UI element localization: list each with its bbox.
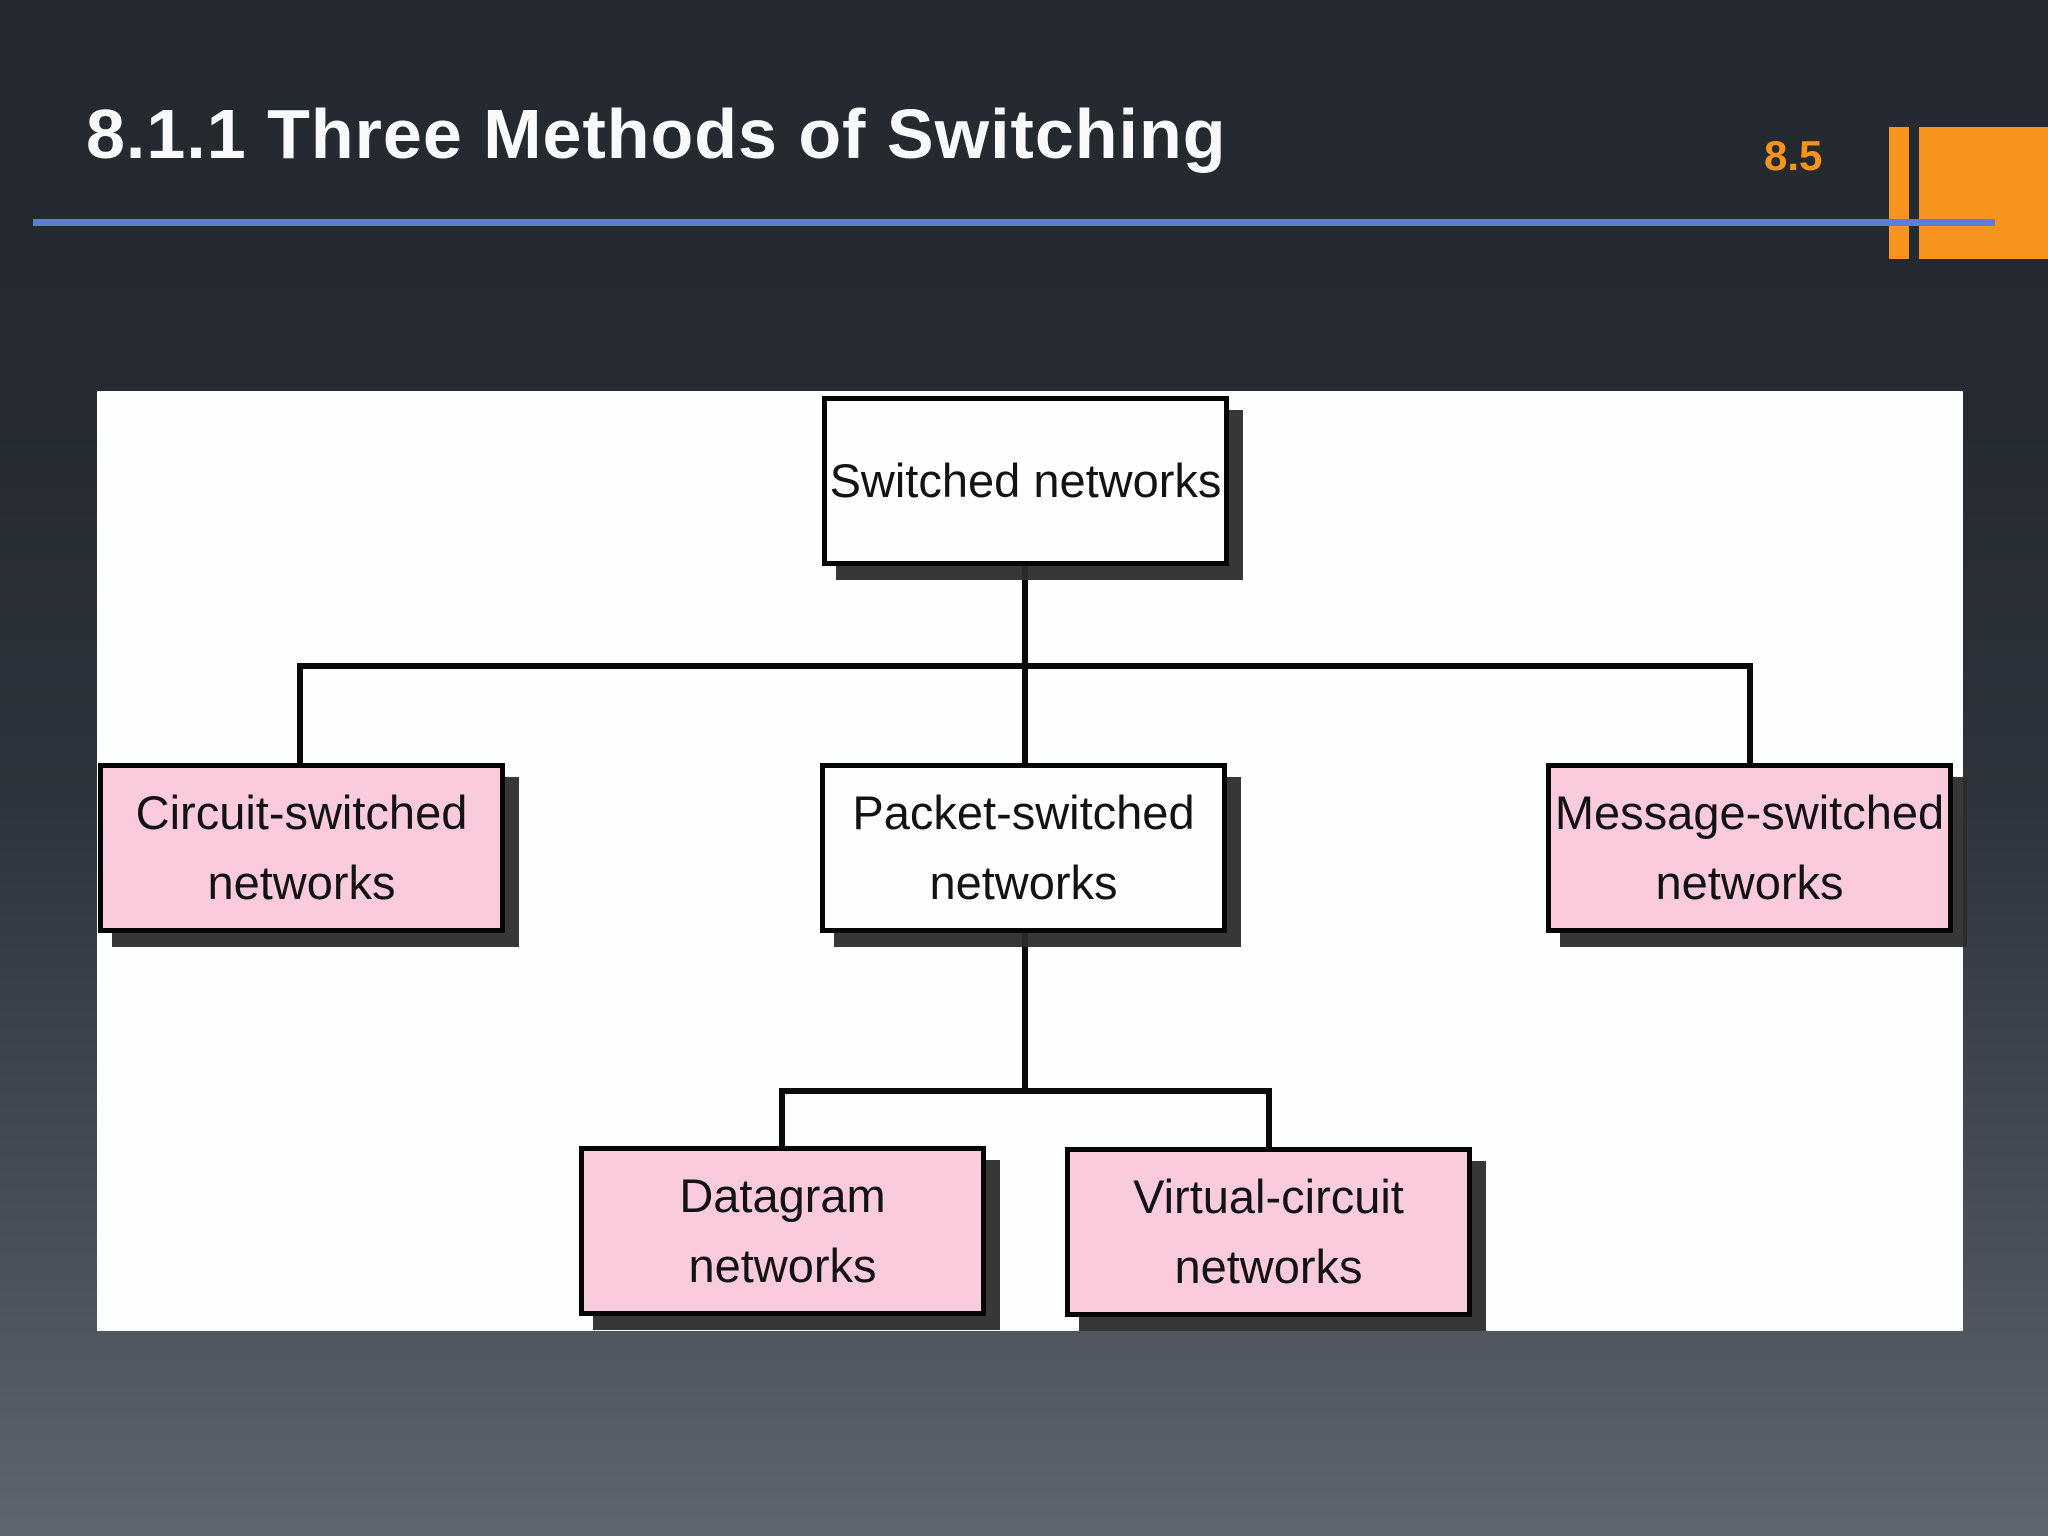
node-circuit-switched-networks: Circuit-switched networks <box>98 763 505 933</box>
node-switched-networks: Switched networks <box>822 396 1229 566</box>
edge-down-datagram <box>779 1088 785 1148</box>
node-label: Switched networks <box>829 454 1222 508</box>
orange-accent-bar <box>1889 127 1909 259</box>
slide-title: 8.1.1 Three Methods of Switching <box>86 95 1227 173</box>
node-label: Virtual-circuit networks <box>1133 1170 1404 1293</box>
node-message-switched-networks: Message-switched networks <box>1546 763 1953 933</box>
title-underline <box>33 219 1995 226</box>
node-label: Datagram networks <box>679 1169 886 1292</box>
slide-number: 8.5 <box>1764 132 1823 179</box>
edge-down-circuit <box>297 663 303 766</box>
node-datagram-networks: Datagram networks <box>579 1146 986 1316</box>
node-packet-switched-networks: Packet-switched networks <box>820 763 1227 933</box>
edge-down-virtual-circuit <box>1266 1088 1272 1149</box>
node-label: Circuit-switched networks <box>135 786 468 909</box>
node-label: Packet-switched networks <box>852 786 1195 909</box>
node-label: Message-switched networks <box>1554 786 1945 909</box>
diagram-panel: Switched networks Circuit-switched netwo… <box>97 391 1963 1331</box>
edge-down-message <box>1747 663 1753 766</box>
orange-accent-block <box>1919 127 2048 259</box>
node-virtual-circuit-networks: Virtual-circuit networks <box>1065 1147 1472 1317</box>
edge-row2-horizontal <box>297 663 1753 669</box>
edge-packet-to-row3 <box>1022 931 1028 1091</box>
edge-row3-horizontal <box>779 1088 1272 1094</box>
